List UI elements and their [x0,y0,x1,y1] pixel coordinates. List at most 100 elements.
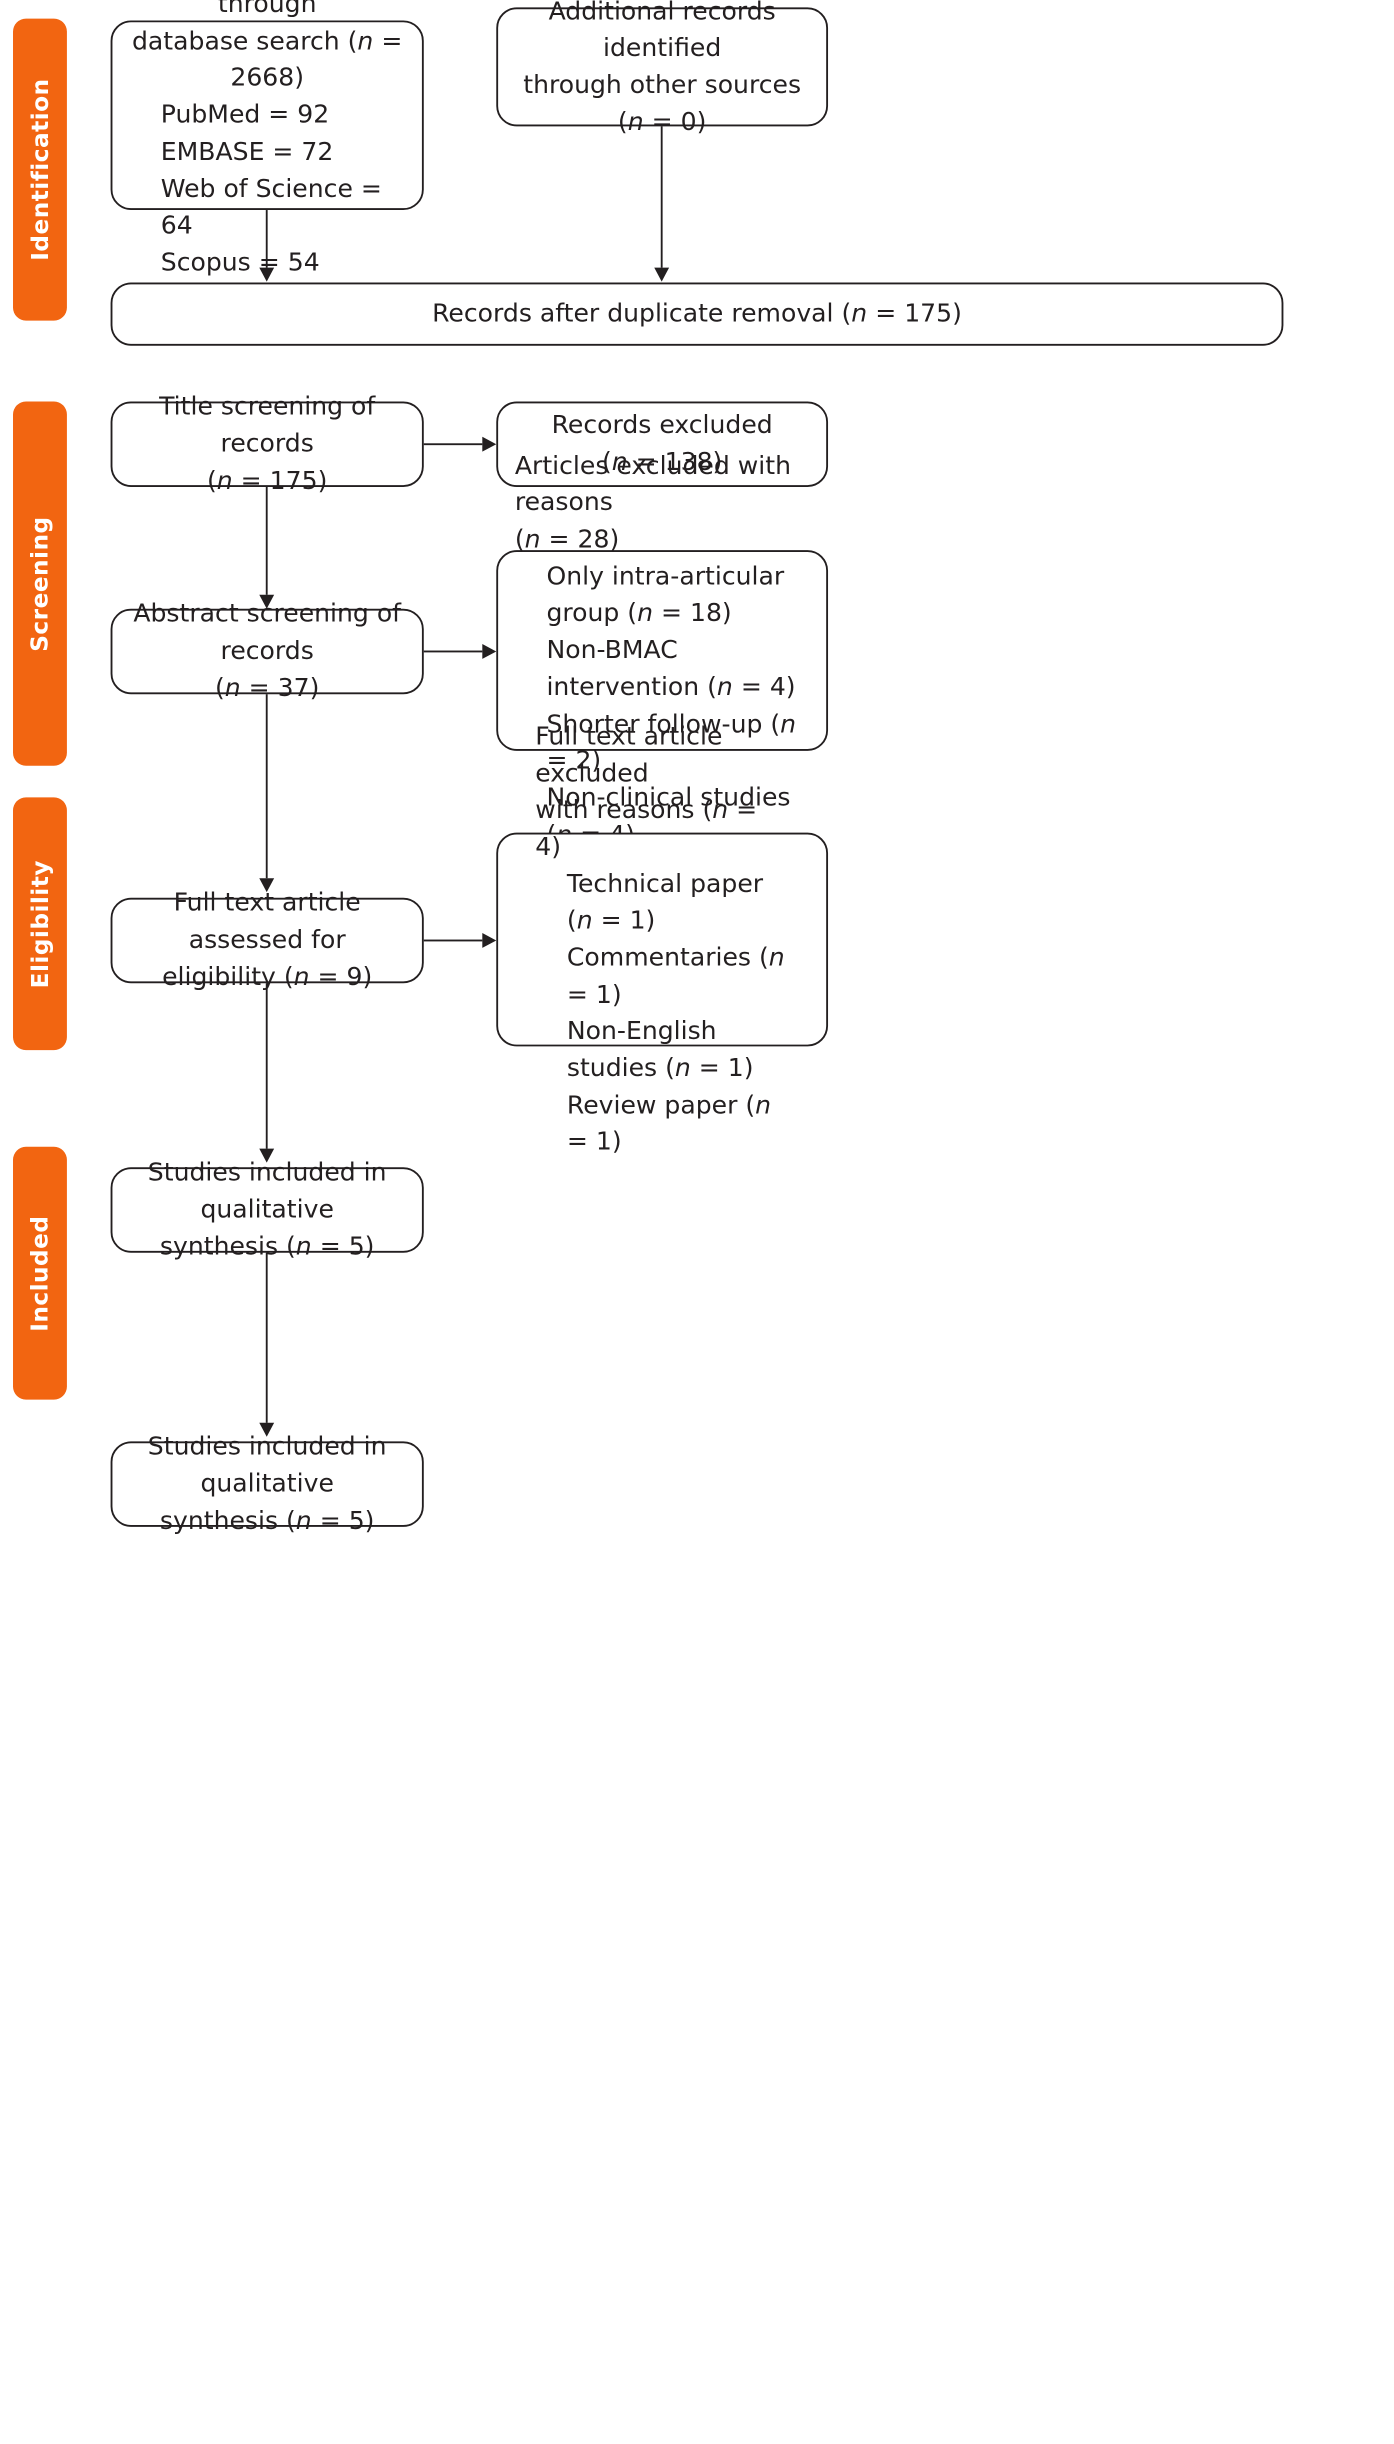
records-excluded-line1: Records excluded [551,411,773,440]
connector-fulltext-to-qualitative-1 [265,983,268,1149]
phase-label-included-text: Included [26,1215,54,1332]
reason-non-bmac-pre: Non-BMAC intervention ( [546,635,717,702]
additional-records-line3-post: = 0) [643,107,707,137]
reason-commentaries: Commentaries (n = 1) [535,940,789,1014]
n-symbol: n [780,709,797,739]
n-symbol: n [576,906,593,936]
articles-excluded-line2-post: = 28) [540,525,620,554]
source-web-of-science: Web of Science = 64 [160,174,382,240]
articles-excluded-line2: (n = 28) [515,521,810,558]
n-symbol: n [627,107,644,137]
qualitative-2-line1: Studies included in qualitative [147,1432,387,1499]
articles-excluded-line2-pre: ( [514,525,525,554]
additional-records-line3-pre: ( [617,107,628,137]
reason-only-intra-articular-post: = 18) [653,598,732,628]
connector-additional-to-duplicates [660,126,663,268]
reason-non-english: Non-English studies (n = 1) [535,1013,789,1087]
records-identified-line1: Records identified through [217,0,317,19]
reason-commentaries-pre: Commentaries ( [566,943,769,973]
reason-review-paper: Review paper (n = 1) [535,1087,789,1161]
n-symbol: n [768,943,785,973]
reason-shorter-followup: Shorter follow-up (n = 2) [515,706,810,780]
prisma-flow-diagram: Identification Screening Eligibility Inc… [13,0,1284,1540]
source-embase: EMBASE = 72 [160,137,334,167]
n-symbol: n [295,1506,312,1536]
box-qualitative-synthesis-1: Studies included in qualitative synthesi… [110,1158,424,1261]
reason-review-paper-pre: Review paper ( [566,1090,756,1120]
n-symbol: n [611,447,628,477]
reason-non-english-post: = 1) [690,1053,754,1083]
fulltext-excluded-line2-pre: with reasons ( [535,795,713,825]
connector-abstract-to-fulltext [265,694,268,879]
reason-technical-paper-post: = 1) [592,906,656,936]
n-symbol: n [293,962,310,992]
records-excluded-line2: (n = 138) [515,444,810,481]
connector-identified-to-duplicates [265,210,268,268]
fulltext-assessed-line2-post: = 9) [309,962,373,992]
reason-non-bmac-post: = 4) [732,672,796,702]
qualitative-2-line2-pre: synthesis ( [159,1506,296,1536]
phase-label-identification-text: Identification [26,78,54,261]
box-fulltext-excluded: Full text article excluded with reasons … [496,722,829,1156]
fulltext-assessed-line1: Full text article assessed for [173,888,361,955]
qualitative-1-line1: Studies included in qualitative [147,1158,387,1225]
additional-records-line1: Additional records identified [548,0,776,63]
arrow-abstract-to-fulltext [259,878,275,893]
records-after-duplicates-pre: Records after duplicate removal ( [432,299,852,329]
qualitative-2-line2-post: = 5) [311,1506,375,1536]
reason-non-bmac: Non-BMAC intervention (n = 4) [515,632,810,706]
records-after-duplicates-post: = 175) [867,299,962,329]
phase-label-identification: Identification [13,18,67,321]
box-additional-records: Additional records identified through ot… [496,0,829,136]
title-screening-line1: Title screening of records [159,392,376,459]
phase-label-eligibility: Eligibility [13,797,67,1051]
phase-label-included: Included [13,1146,67,1400]
box-records-identified: Records identified through database sear… [110,0,424,277]
box-articles-excluded: Articles excluded with reasons (n = 28) … [496,451,829,849]
connector-fulltext-to-fulltext-excluded [423,939,483,942]
fulltext-excluded-line2: with reasons (n = 4) [535,792,789,866]
arrow-fulltext-to-fulltext-excluded [482,933,497,948]
n-symbol: n [851,299,868,329]
arrow-fulltext-to-qualitative-1 [259,1148,275,1163]
arrow-additional-to-duplicates [654,267,670,282]
box-title-screening: Title screening of records (n = 175) [110,393,424,495]
additional-records-line3: (n = 0) [515,104,810,141]
n-symbol: n [216,466,233,496]
connector-title-to-records-excluded [423,443,483,446]
records-identified-line2-post: = 2668) [230,26,403,93]
qualitative-1-line2-pre: synthesis ( [159,1232,296,1261]
abstract-screening-line2-pre: ( [214,673,225,703]
connector-abstract-to-articles-excluded [423,650,483,653]
reason-technical-paper: Technical paper (n = 1) [535,866,789,940]
records-excluded-line2-post: = 138) [627,447,723,477]
n-symbol: n [716,672,733,702]
records-after-duplicates-text: Records after duplicate removal (n = 175… [129,296,1265,333]
title-screening-line2: (n = 175) [129,463,405,500]
n-symbol: n [674,1053,691,1083]
n-symbol: n [224,673,241,703]
reason-shorter-followup-post: = 2) [546,746,602,776]
fulltext-excluded-line1: Full text article excluded [535,721,723,788]
box-records-excluded: Records excluded (n = 138) [496,401,829,487]
reason-non-english-pre: Non-English studies ( [566,1017,717,1083]
n-symbol: n [637,598,654,628]
abstract-screening-line1: Abstract screening of records [133,599,402,666]
reason-commentaries-post: = 1) [566,980,622,1009]
articles-excluded-line1: Articles excluded with reasons [514,451,791,518]
reason-only-intra-articular: Only intra-articular group (n = 18) [515,558,810,632]
arrow-title-to-records-excluded [482,436,497,452]
additional-records-line2: through other sources [523,70,802,100]
n-symbol: n [712,795,729,825]
abstract-screening-line2: (n = 37) [129,670,405,707]
qualitative-2-line2: synthesis (n = 5) [129,1503,405,1540]
records-identified-line2-pre: database search ( [131,26,358,56]
title-screening-line2-pre: ( [206,466,217,496]
source-pubmed: PubMed = 92 [160,100,330,130]
qualitative-1-line2-post: = 5) [311,1232,375,1261]
n-symbol: n [755,1090,772,1120]
abstract-screening-line2-post: = 37) [240,673,320,703]
connector-qualitative-1-to-2 [265,1252,268,1423]
phase-label-eligibility-text: Eligibility [26,859,54,988]
reason-shorter-followup-pre: Shorter follow-up ( [546,709,781,739]
